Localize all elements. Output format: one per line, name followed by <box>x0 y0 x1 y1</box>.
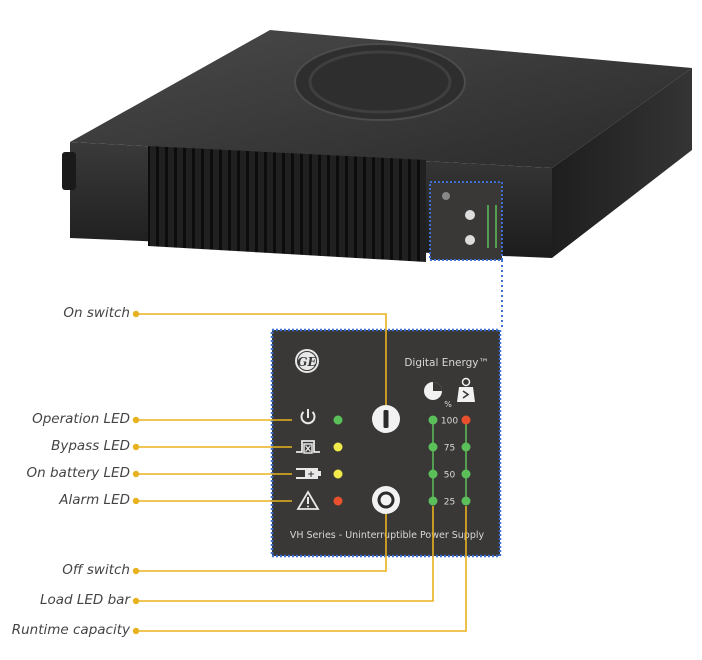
alarm-led <box>333 496 343 506</box>
label-runtime-capacity: Runtime capacity <box>11 622 130 638</box>
device-side <box>552 68 692 258</box>
runtime-led-3 <box>461 469 471 479</box>
leader-dots <box>132 310 140 635</box>
ge-logo-icon: GE <box>295 349 319 373</box>
series-text: VH Series - Uninterruptible Power Supply <box>290 530 485 541</box>
handle <box>62 152 76 190</box>
load-unit: % <box>444 400 452 409</box>
battery-icon: + <box>296 468 321 480</box>
load-led-100 <box>428 415 438 425</box>
label-off-switch: Off switch <box>62 562 130 578</box>
front-panel-small <box>429 181 503 261</box>
label-alarm-led: Alarm LED <box>59 492 130 508</box>
on-switch-button[interactable] <box>372 405 400 433</box>
operation-led <box>333 415 343 425</box>
label-load-led-bar: Load LED bar <box>39 592 130 608</box>
leader-lines <box>136 313 467 632</box>
runtime-weight-icon <box>457 377 475 402</box>
level-50: 50 <box>444 471 456 481</box>
load-led-25 <box>428 496 438 506</box>
bypass-icon <box>296 440 320 454</box>
load-clock-icon <box>424 382 442 400</box>
svg-text:+: + <box>307 470 315 480</box>
load-led-50 <box>428 469 438 479</box>
leader-on-switch <box>136 313 387 405</box>
level-75: 75 <box>444 444 455 454</box>
bypass-led <box>333 442 343 452</box>
label-on-battery-led: On battery LED <box>26 465 131 481</box>
ups-device <box>62 30 692 262</box>
runtime-led-4 <box>461 496 471 506</box>
runtime-led-2 <box>461 442 471 452</box>
power-icon <box>300 409 316 425</box>
leader-runtime-capacity <box>136 506 467 632</box>
level-25: 25 <box>444 498 455 508</box>
load-led-75 <box>428 442 438 452</box>
off-switch-button[interactable] <box>372 486 400 514</box>
vent-grille <box>148 146 426 262</box>
alarm-icon <box>296 490 320 510</box>
label-operation-led: Operation LED <box>32 411 130 427</box>
ge-logo-emboss <box>294 43 466 121</box>
label-on-switch: On switch <box>63 305 130 321</box>
brand-text: Digital Energy™ <box>404 357 489 369</box>
svg-text:GE: GE <box>297 355 317 369</box>
leader-load-led-bar <box>136 506 434 602</box>
level-100: 100 <box>441 417 458 427</box>
leader-off-switch <box>136 514 387 572</box>
on-battery-led <box>333 469 343 479</box>
runtime-led-1 <box>461 415 471 425</box>
label-bypass-led: Bypass LED <box>51 438 130 454</box>
